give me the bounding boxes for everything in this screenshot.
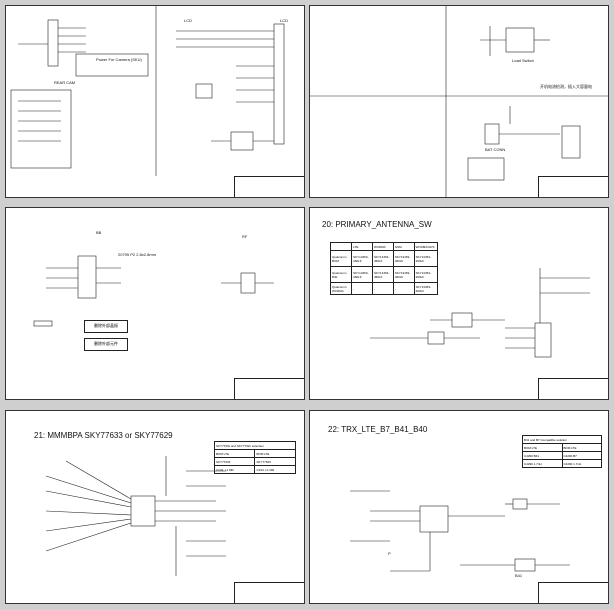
- table-header-cell: WCDMA/GPS: [413, 242, 439, 251]
- p-label: P: [388, 551, 391, 556]
- table-cell: SKY13453-460LF: [351, 266, 373, 283]
- schematic-sheet-antenna: 20: PRIMARY_ANTENNA_SW LTE WCDMA GSM WCD…: [309, 207, 609, 400]
- delete-crystal-box: 删除外部晶振: [84, 320, 128, 333]
- table-header-cell: B41 and B7 Compatible solution: [522, 435, 602, 444]
- table-header-cell: [329, 242, 353, 251]
- camera-label: REAR CAM: [54, 80, 76, 85]
- table-cell: C4290 B41: [522, 451, 563, 460]
- schematic-antenna-drawing: [370, 268, 590, 358]
- title-block: [538, 582, 608, 603]
- table-cell: SKY13453-460LF: [351, 250, 373, 267]
- table-header-cell: SKY7763x and SKY7762x selection: [214, 441, 296, 450]
- sheet-title: 20: PRIMARY_ANTENNA_SW: [322, 220, 432, 229]
- table-cell: BOM LTE: [254, 449, 296, 458]
- schematic-bb-rf-drawing: [33, 255, 274, 327]
- table-cell: SKY13453-460LF: [392, 250, 415, 267]
- crystal-label: 20795 P2 2.8x2.8mm: [118, 252, 157, 257]
- table-cell: C4290 B7: [561, 451, 602, 460]
- table-cell: -: [351, 282, 373, 295]
- schematic-sheet-power: Load Switch 开机电流检测，插入大容量电 BAT CONN: [309, 5, 609, 198]
- table-header-cell: LTE: [351, 242, 373, 251]
- antenna-table: LTE WCDMA GSM WCDMA/GPS Qualcomm BOM SKY…: [329, 242, 439, 295]
- table-cell: SKY13453-460LF: [413, 266, 439, 283]
- table-cell: Qualcomm BOM: [329, 250, 353, 267]
- b41-label: B41: [515, 573, 523, 578]
- sheet-title: 22: TRX_LTE_B7_B41_B40: [328, 425, 428, 434]
- table-cell: SKY13453-460LF: [413, 282, 439, 295]
- delete-component-box: 删除外部元件: [84, 338, 128, 351]
- table-cell: -: [371, 282, 394, 295]
- schematic-sheet-trx-lte: 22: TRX_LTE_B7_B41_B40 B41 and B7 Compat…: [309, 410, 609, 604]
- sheet-title: 21: MMMBPA SKY77633 or SKY77629: [34, 431, 173, 440]
- table-cell: BOM LTE: [522, 443, 563, 452]
- lcd-main-label: LCD: [184, 18, 193, 23]
- table-cell: C4290 1.7nH: [522, 459, 563, 468]
- table-header-cell: GSM: [392, 242, 415, 251]
- table-cell: C234, L1 MR: [254, 465, 296, 474]
- title-block: [538, 378, 608, 399]
- table-header-cell: WCDMA: [371, 242, 394, 251]
- bb-label: BB: [96, 230, 102, 235]
- title-block: [234, 378, 304, 399]
- table-cell: SKY13453-460LF: [371, 250, 394, 267]
- schematic-power-drawing: [310, 6, 608, 197]
- rf-label: RF: [242, 234, 248, 239]
- table-cell: SKY13453-460LF: [413, 250, 439, 267]
- power-note-label: Power For Camera (SKU): [96, 57, 142, 62]
- title-block: [538, 176, 608, 197]
- title-block: [234, 176, 304, 197]
- table-cell: BOM LTE: [561, 443, 602, 452]
- table-cell: Qualcomm B40: [329, 266, 353, 283]
- table-cell: SKY77633: [213, 457, 256, 466]
- table-cell: Qualcomm WCDMA: [329, 282, 353, 295]
- schematic-sheet-bb-rf: BB RF 20795 P2 2.8x2.8mm 删除外部晶振 删除外部元件: [5, 207, 305, 400]
- table-cell: BOM LTE: [213, 449, 256, 458]
- title-block: [234, 582, 304, 603]
- table-cell: SKY13453-460LF: [392, 266, 415, 283]
- lcd-connector-label: LCD: [280, 18, 289, 23]
- schematic-sheet-mmmbpa: 21: MMMBPA SKY77633 or SKY77629 SKY7763x…: [5, 410, 305, 604]
- bat-conn-label: BAT CONN: [485, 147, 506, 152]
- table-cell: -: [392, 282, 415, 295]
- cn-note-label: 开机电流检测，插入大容量电: [540, 84, 592, 89]
- schematic-sheet-lcd: LCD LCD Power For Camera (SKU) REAR CAM: [5, 5, 305, 198]
- schematic-lcd-drawing: [10, 6, 285, 176]
- table-cell: SKY77629: [254, 457, 296, 466]
- table-cell: C234, L1 MR: [213, 465, 256, 474]
- table-cell: SKY13453-460LF: [371, 266, 394, 283]
- load-switch-label: Load Switch: [512, 58, 534, 63]
- table-cell: C4290 1.7nH: [561, 459, 602, 468]
